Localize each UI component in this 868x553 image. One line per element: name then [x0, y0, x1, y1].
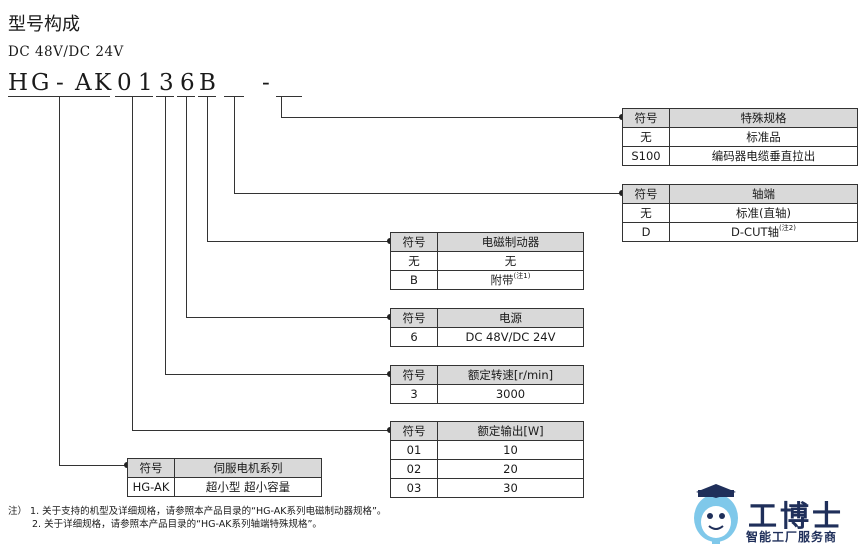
table-cell: 标准品	[669, 127, 858, 147]
table-cell: 02	[390, 459, 438, 479]
leader-special-h	[281, 117, 622, 118]
table-cell: 附带(注1)	[437, 270, 584, 290]
table-cell: 无	[622, 127, 670, 147]
table-header: 符号	[390, 308, 438, 328]
brake-attached-label: 附带	[490, 273, 514, 287]
table-header: 伺服电机系列	[174, 458, 322, 478]
table-header: 符号	[390, 421, 438, 441]
mascot-logo	[688, 482, 744, 548]
table-header: 轴端	[669, 184, 858, 204]
table-cell: 03	[390, 478, 438, 498]
brand-tagline: 智能工厂服务商	[746, 530, 838, 544]
table-header: 电磁制动器	[437, 232, 584, 252]
leader-brake-v	[207, 96, 208, 242]
note-mark: (注1)	[513, 272, 531, 280]
voltage-subtitle: DC 48V/DC 24V	[8, 44, 124, 60]
table-cell: 20	[437, 459, 584, 479]
table-cell: S100	[622, 146, 670, 166]
model-char: 1	[138, 70, 153, 96]
model-char: -	[56, 70, 64, 96]
leader-series-h	[59, 465, 127, 466]
table-cell: 3000	[437, 384, 584, 404]
table-header: 符号	[127, 458, 175, 478]
table-cell: 编码器电缆垂直拉出	[669, 146, 858, 166]
model-char: 6	[180, 70, 195, 96]
table-cell: B	[390, 270, 438, 290]
table-cell: 无	[390, 251, 438, 271]
table-header: 额定输出[W]	[437, 421, 584, 441]
table-header: 符号	[622, 184, 670, 204]
table-cell: HG-AK	[127, 477, 175, 497]
table-cell: D	[622, 222, 670, 242]
leader-special-v	[281, 96, 282, 118]
model-code: H G - A K 0 1 3 6 B -	[0, 70, 320, 100]
model-char: B	[199, 70, 216, 96]
table-header: 符号	[622, 108, 670, 128]
table-cell: 01	[390, 440, 438, 460]
table-cell: 10	[437, 440, 584, 460]
model-char: -	[262, 70, 270, 96]
footnote-1: 注） 1. 关于支持的机型及详细规格，请参照本产品目录的“HG-AK系列电磁制动…	[8, 506, 387, 517]
table-cell: D-CUT轴(注2)	[669, 222, 858, 242]
table-header: 特殊规格	[669, 108, 858, 128]
leader-speed-v	[165, 96, 166, 375]
model-char: A	[75, 70, 92, 96]
underline-special	[276, 96, 302, 97]
leader-brake-h	[207, 241, 390, 242]
table-cell: 标准(直轴)	[669, 203, 858, 223]
table-cell: 3	[390, 384, 438, 404]
leader-output-v	[132, 96, 133, 431]
underline-output	[115, 96, 153, 97]
table-header: 电源	[437, 308, 584, 328]
footnote-2: 2. 关于详细规格，请参照本产品目录的“HG-AK系列轴端特殊规格”。	[32, 519, 322, 530]
table-cell: DC 48V/DC 24V	[437, 327, 584, 347]
leader-power-h	[186, 317, 390, 318]
table-cell: 30	[437, 478, 584, 498]
model-char: K	[94, 70, 112, 96]
shaft-dcut-label: D-CUT轴	[731, 225, 780, 239]
table-cell: 无	[437, 251, 584, 271]
table-header: 符号	[390, 365, 438, 385]
note-mark: (注2)	[779, 224, 796, 232]
brand-name: 工博士	[748, 499, 845, 533]
leader-shaft-v	[234, 96, 235, 194]
model-char: H	[8, 70, 29, 96]
model-char: G	[31, 70, 50, 96]
table-cell: 6	[390, 327, 438, 347]
leader-output-h	[132, 430, 390, 431]
model-char: 3	[159, 70, 174, 96]
leader-shaft-h	[234, 193, 622, 194]
table-cell: 超小型 超小容量	[174, 477, 322, 497]
page-title: 型号构成	[8, 14, 80, 35]
table-header: 额定转速[r/min]	[437, 365, 584, 385]
table-header: 符号	[390, 232, 438, 252]
leader-power-v	[186, 96, 187, 318]
leader-speed-h	[165, 374, 390, 375]
leader-series-v	[59, 96, 60, 466]
model-char: 0	[117, 70, 132, 96]
table-cell: 无	[622, 203, 670, 223]
